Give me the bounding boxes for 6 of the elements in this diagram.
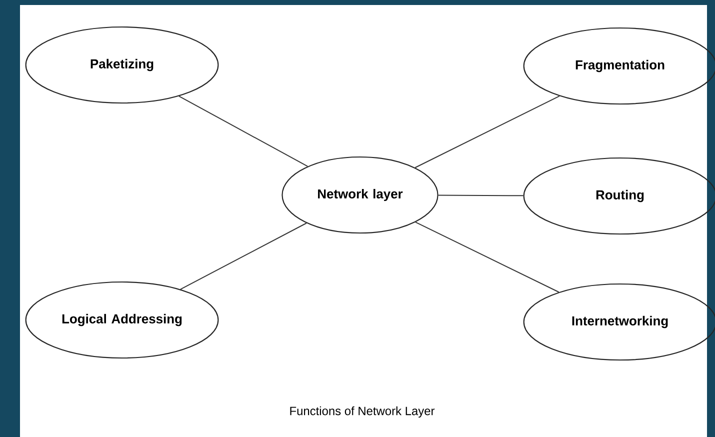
connector-line (180, 222, 307, 290)
connector-line (178, 96, 308, 167)
caption: Functions of Network Layer (290, 406, 435, 418)
connector-line (414, 96, 560, 168)
connector-line (415, 222, 560, 293)
connector-line (438, 194, 524, 196)
